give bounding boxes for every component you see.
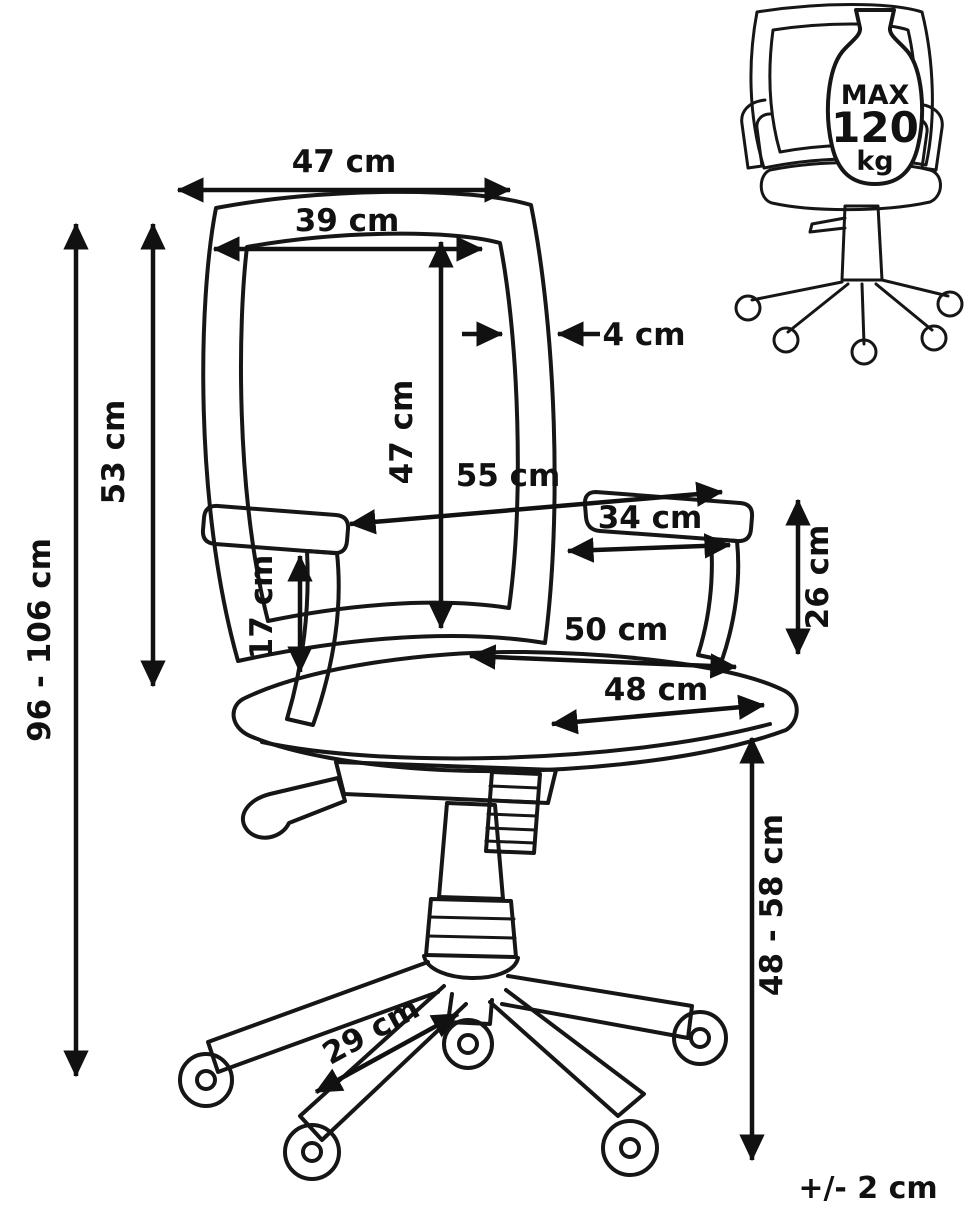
weight-limit-text: MAX 120 kg [831,80,919,177]
inset-caster-5 [936,290,964,318]
dim-seat-depth [550,694,766,735]
office-chair-drawing [178,189,799,1181]
inset-column [840,204,884,282]
label-back-height-outer: 53 cm [96,400,132,505]
mechanism-plate [334,760,558,805]
caster-right [672,1010,728,1066]
max-weight-unit: kg [856,146,893,177]
caster-front-left [283,1123,341,1181]
caster-center [442,1018,494,1070]
spring-bellows [484,770,542,855]
weight-limit-inset [734,3,964,366]
backrest-inner [239,231,520,623]
label-seat-depth: 48 cm [604,672,709,708]
base-leg-center [446,992,494,1026]
armrest-right-support [696,537,741,662]
max-weight-label: MAX [841,80,910,111]
inset-lever [808,216,847,234]
adjustment-lever [241,776,347,840]
inset-base-legs [750,278,950,346]
armrest-left-support [285,549,341,727]
inset-caster-2 [772,326,800,354]
max-weight-value: 120 [831,103,919,152]
inset-backrest-outer [749,3,934,170]
dim-base-leg-length [314,1012,460,1094]
label-seat-height: 48 - 58 cm [754,814,790,996]
caster-front-right [601,1119,659,1177]
label-seat-width: 50 cm [564,612,669,648]
dimension-labels: 47 cm 39 cm 4 cm 47 cm 53 cm 96 - 106 cm… [22,144,938,1206]
label-back-thickness: 4 cm [602,317,685,353]
inset-caster-3 [850,338,878,366]
label-total-height: 96 - 106 cm [22,538,58,742]
armrest-left-pad [200,503,351,556]
seat-underside-line [260,722,772,761]
dim-depth-total [348,481,724,535]
base-leg-right [500,974,694,1040]
inset-caster-1 [734,294,762,322]
label-depth-total: 55 cm [456,458,561,494]
spring-coil-lines [484,784,541,845]
label-back-width-outer: 47 cm [292,144,397,180]
label-armrest-height: 26 cm [800,525,836,630]
dim-armrest-length [566,533,732,563]
gas-lift-detail-lines [426,915,517,940]
label-armrest-length: 34 cm [598,500,703,536]
label-back-height-inner: 47 cm [384,380,420,485]
inset-caster-4 [920,324,948,352]
inset-armrest-left [740,98,772,170]
base-hub [422,954,520,980]
label-tolerance: +/- 2 cm [798,1171,937,1206]
base-leg-front-right [488,988,646,1118]
label-back-width-inner: 39 cm [295,203,400,239]
dimension-lines [63,177,811,1162]
caster-left [178,1052,234,1108]
label-armrest-support-height: 17 cm [244,555,280,660]
gas-lift-lower [424,897,518,959]
dim-seat-width [468,644,738,679]
weight-urn [825,8,925,186]
